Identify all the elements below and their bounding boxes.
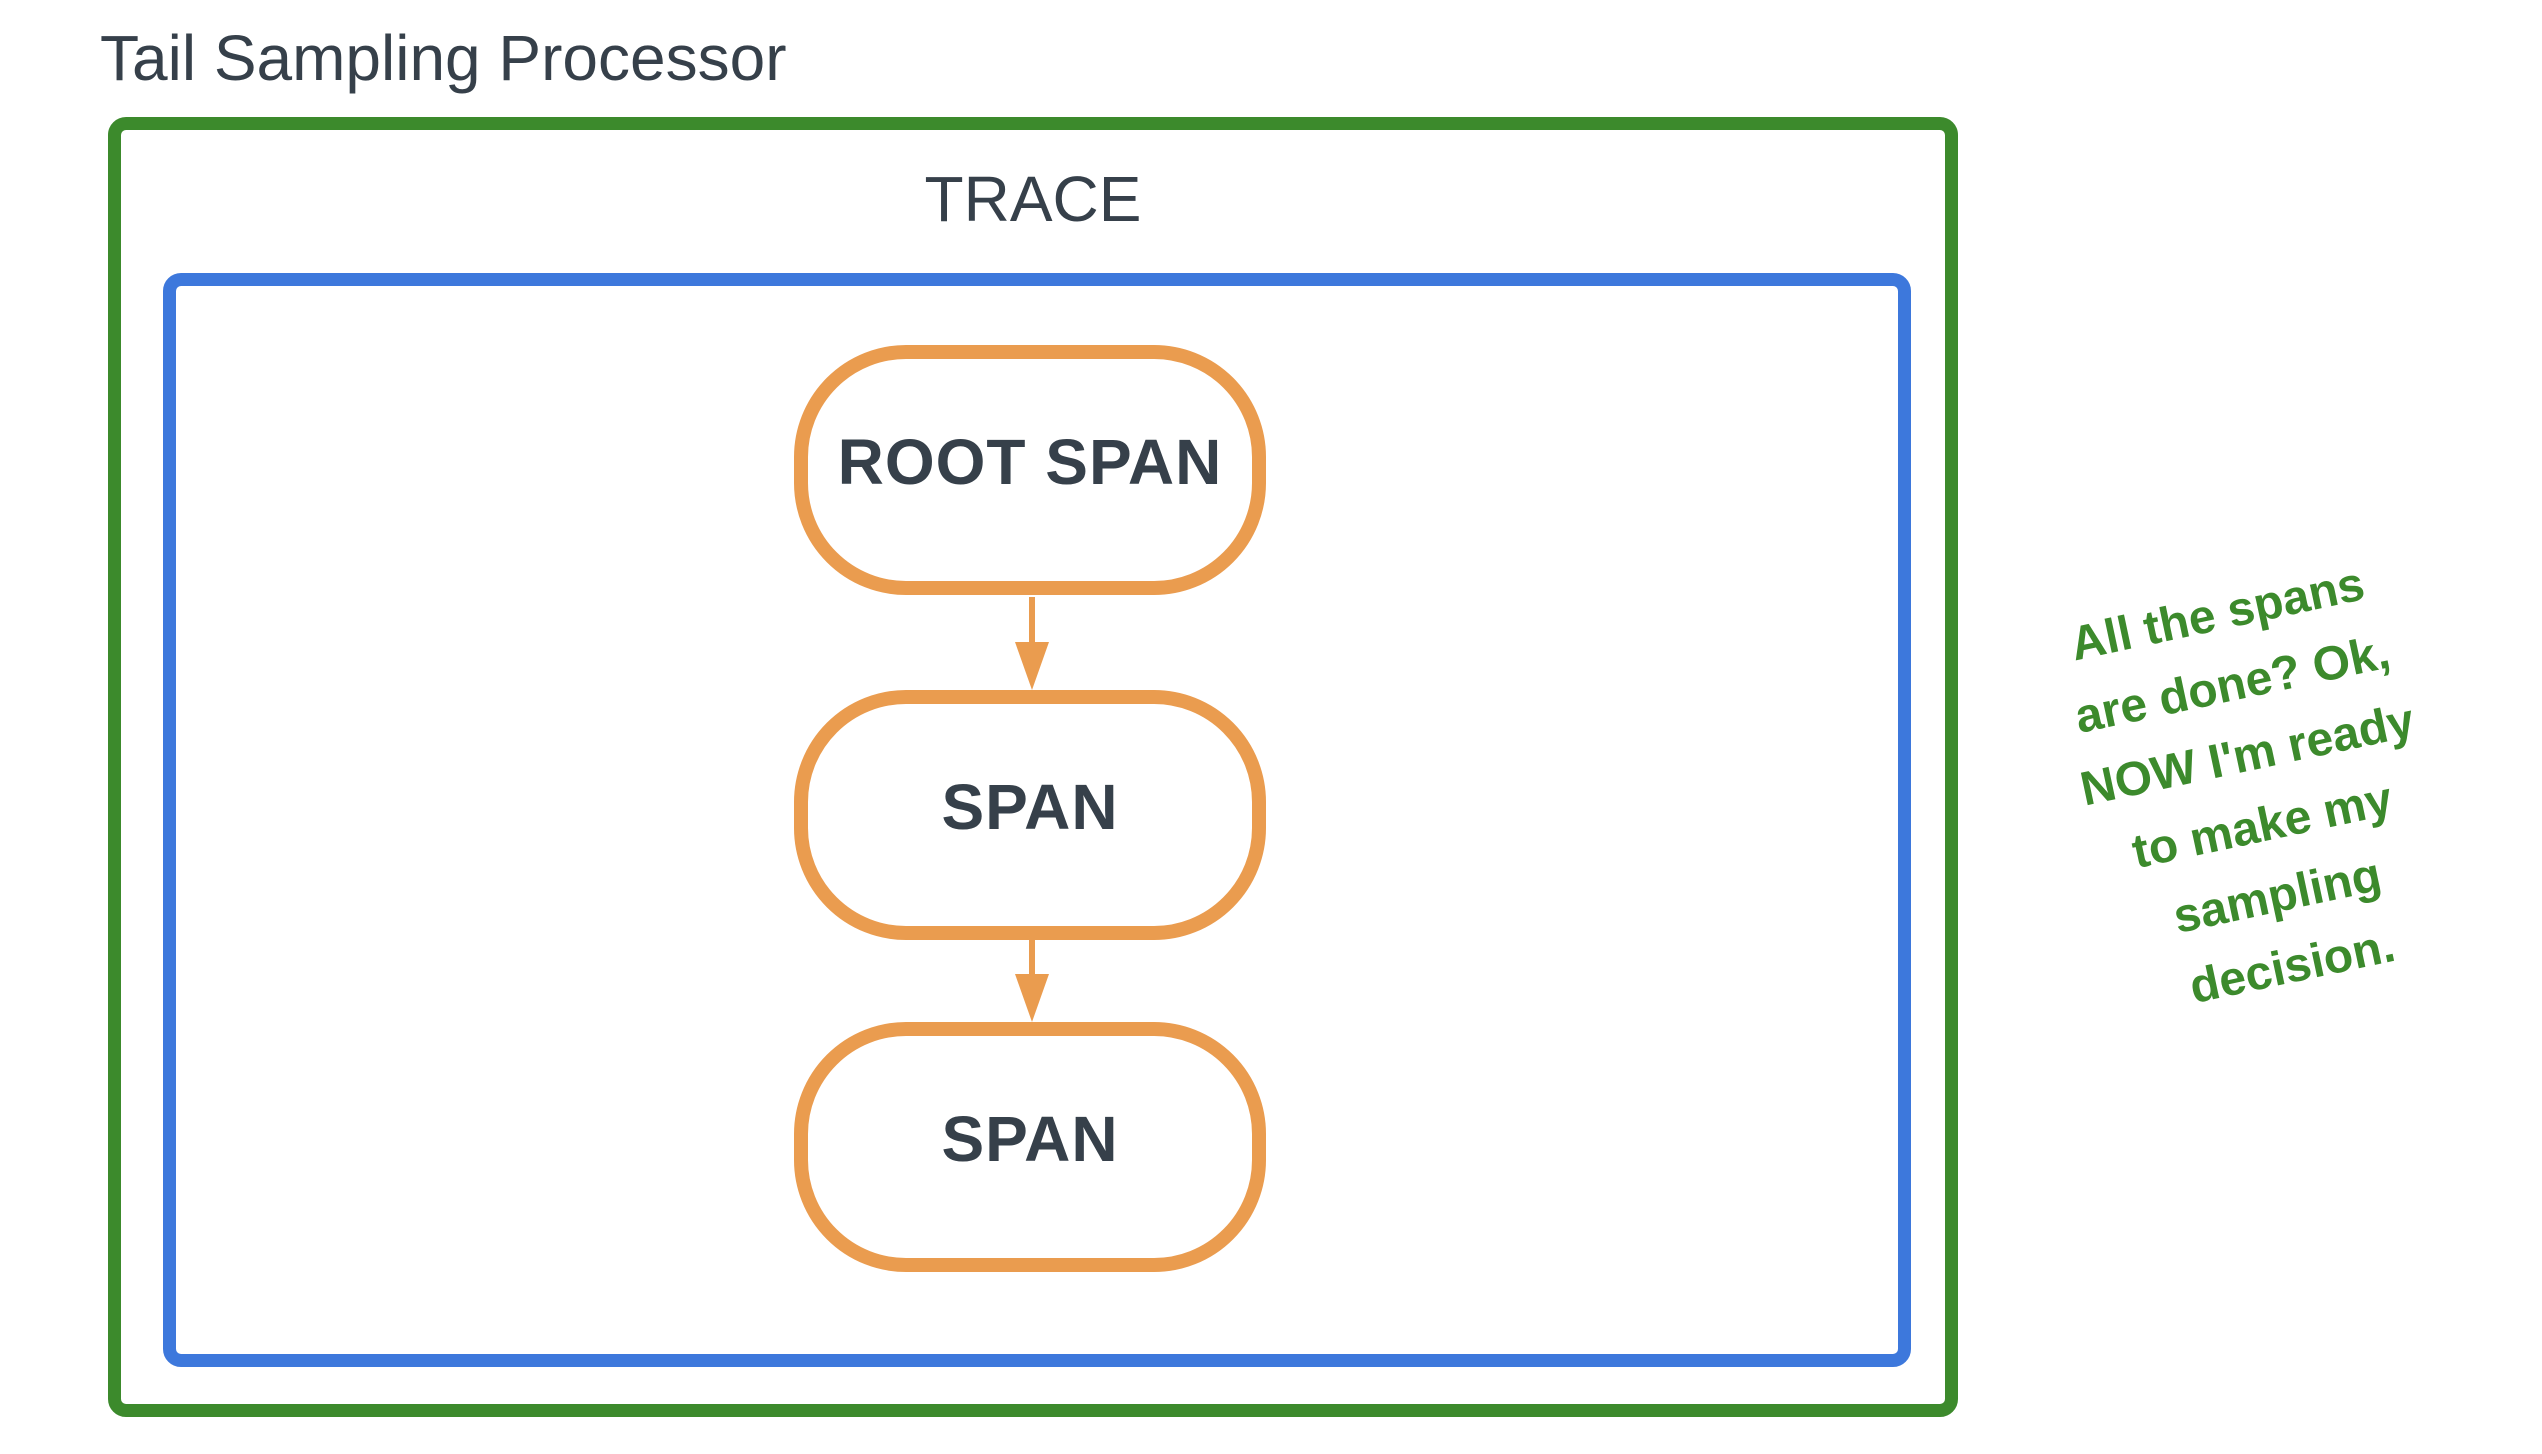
trace-label: TRACE: [924, 163, 1142, 235]
span-label: SPAN: [941, 771, 1119, 843]
down-arrow-connector-1: [1015, 597, 1049, 690]
arrow-shaft: [1029, 940, 1035, 974]
sampling-decision-annotation: All the spans are done? Ok, NOW I'm read…: [2065, 557, 2419, 1015]
span-label: SPAN: [941, 1103, 1119, 1175]
arrow-head-down-icon: [1015, 974, 1049, 1022]
down-arrow-connector-2: [1015, 940, 1049, 1022]
tail-sampling-processor-box: [108, 117, 1958, 1417]
root-span-label: ROOT SPAN: [837, 426, 1223, 498]
arrow-shaft: [1029, 597, 1035, 642]
span-node-2: SPAN: [794, 690, 1266, 940]
arrow-head-down-icon: [1015, 642, 1049, 690]
trace-box: [163, 273, 1911, 1367]
root-span-node: ROOT SPAN: [794, 345, 1266, 595]
span-node-3: SPAN: [794, 1022, 1266, 1272]
page-title: Tail Sampling Processor: [100, 22, 787, 94]
